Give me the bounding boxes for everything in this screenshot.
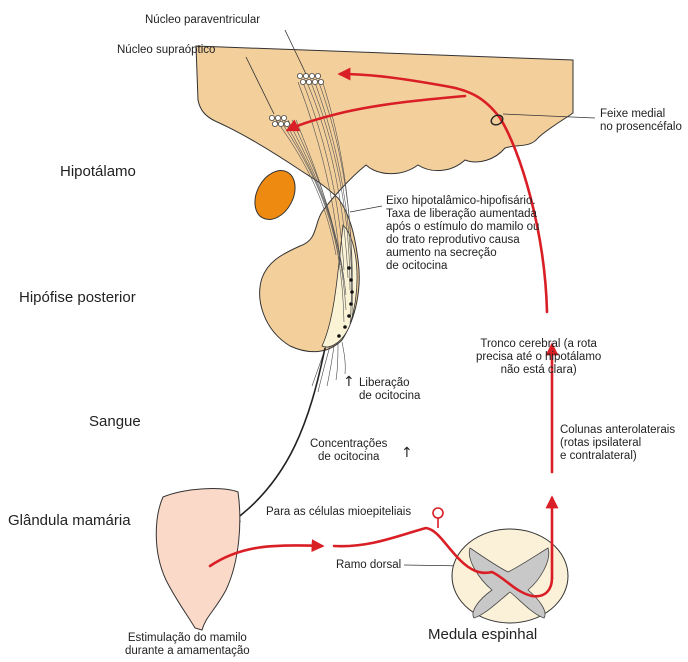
label-oxytocin-release: Liberação de ocitocina [359, 377, 420, 403]
label-posterior-pituitary: Hipófise posterior [19, 289, 136, 306]
label-paraventricular: Núcleo paraventricular [145, 14, 260, 27]
up-arrow-icon: ↑ [343, 374, 355, 390]
label-medial-forebrain-bundle: Feixe medial no prosencéfalo [600, 108, 682, 134]
up-arrow-icon: ↑ [401, 445, 413, 461]
mammary-gland-shape [156, 489, 240, 630]
label-brainstem: Tronco cerebral (a rota precisa até o hi… [476, 338, 601, 377]
label-hypothalamic-axis: Eixo hipotalâmico-hipofisário. Taxa de l… [386, 195, 539, 273]
label-supraoptic: Núcleo supraóptico [117, 44, 215, 57]
orange-nucleus [247, 164, 303, 227]
label-nipple-stimulation: Estimulação do mamilo durante a amamenta… [125, 632, 250, 658]
label-hypothalamus: Hipotálamo [60, 163, 136, 180]
label-myoepithelial-cells: Para as células mioepiteliais [266, 506, 411, 519]
dorsal-root-ganglion [433, 508, 443, 518]
label-anterolateral-columns: Colunas anterolaterais (rotas ipsilatera… [560, 424, 675, 463]
label-mammary-gland: Glândula mamária [8, 512, 131, 529]
label-spinal-cord: Medula espinhal [428, 626, 537, 643]
label-oxytocin-concentrations: Concentrações de ocitocina [310, 438, 387, 464]
label-dorsal-root: Ramo dorsal [336, 559, 401, 572]
label-blood: Sangue [89, 413, 141, 430]
blood-arrow [232, 348, 325, 522]
